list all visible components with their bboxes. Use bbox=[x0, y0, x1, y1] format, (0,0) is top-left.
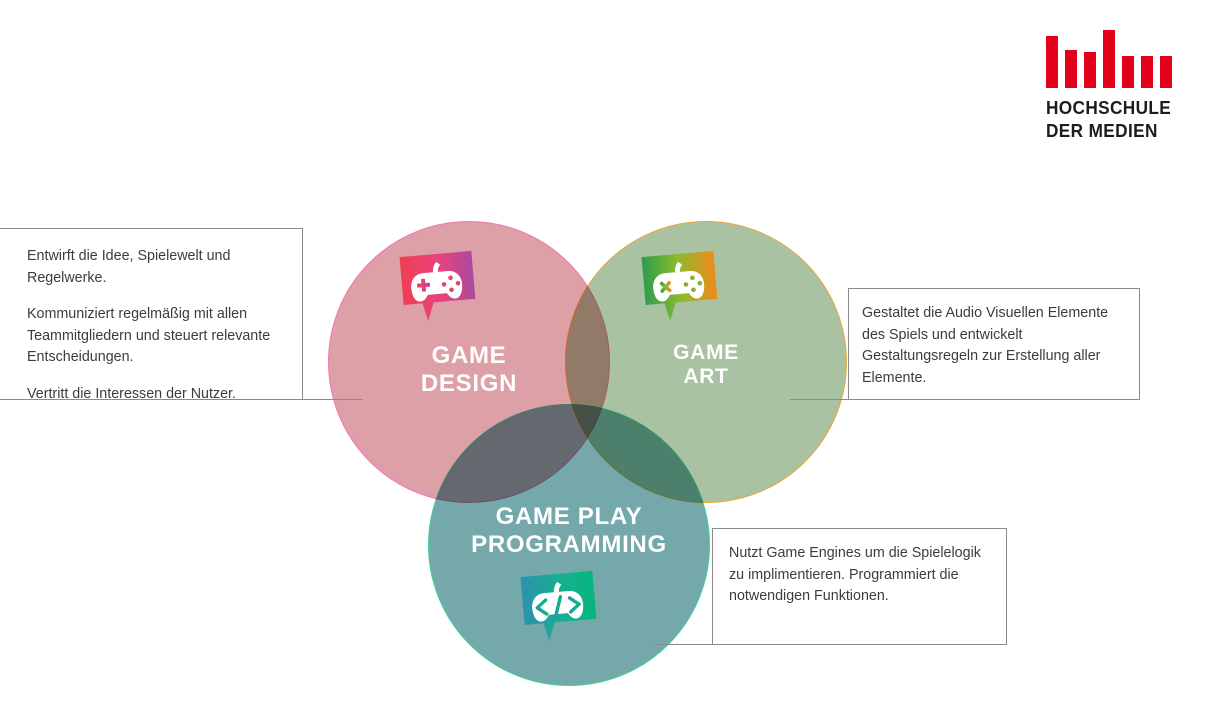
logo-bar bbox=[1122, 56, 1134, 88]
logo-wordmark-line2: DER MEDIEN bbox=[1046, 120, 1158, 141]
callout-paragraph: Vertritt die Interessen der Nutzer. bbox=[27, 385, 236, 402]
connector-line-game-art bbox=[790, 398, 848, 400]
hochschule-der-medien-logo: HOCHSCHULE DER MEDIEN bbox=[1046, 30, 1180, 141]
gamepad-speech-bubble-icon bbox=[392, 246, 482, 328]
logo-bar bbox=[1084, 52, 1096, 88]
venn-label-game-play-programming: GAME PLAY PROGRAMMING bbox=[471, 503, 667, 558]
callout-game-design: Entwirft die Idee, Spielewelt und Regelw… bbox=[0, 228, 303, 402]
logo-bar bbox=[1103, 30, 1115, 88]
logo-wordmark-line1: HOCHSCHULE bbox=[1046, 97, 1172, 118]
code-gamepad-speech-bubble-icon bbox=[513, 566, 603, 648]
callout-paragraph: Kommuniziert regelmäßig mit allen Teammi… bbox=[27, 306, 271, 365]
gamepad-brush-speech-bubble-icon bbox=[634, 246, 724, 328]
callout-paragraph: Gestaltet die Audio Visuellen Elemente d… bbox=[862, 305, 1109, 386]
logo-bar bbox=[1160, 56, 1172, 88]
callout-game-play-programming: Nutzt Game Engines um die Spielelogik zu… bbox=[712, 528, 1007, 645]
venn-label-game-design: GAME DESIGN bbox=[420, 342, 518, 397]
callout-paragraph: Nutzt Game Engines um die Spielelogik zu… bbox=[729, 545, 981, 604]
logo-bar bbox=[1141, 56, 1153, 88]
logo-bars-icon bbox=[1046, 30, 1180, 88]
connector-line-game-play-programming bbox=[654, 643, 712, 645]
logo-bar bbox=[1065, 50, 1077, 88]
logo-bar bbox=[1046, 36, 1058, 88]
callout-game-art: Gestaltet die Audio Visuellen Elemente d… bbox=[848, 288, 1140, 400]
callout-paragraph: Entwirft die Idee, Spielewelt und Regelw… bbox=[27, 248, 231, 286]
connector-line-game-design bbox=[303, 398, 363, 400]
venn-label-game-art: GAME ART bbox=[673, 341, 739, 389]
